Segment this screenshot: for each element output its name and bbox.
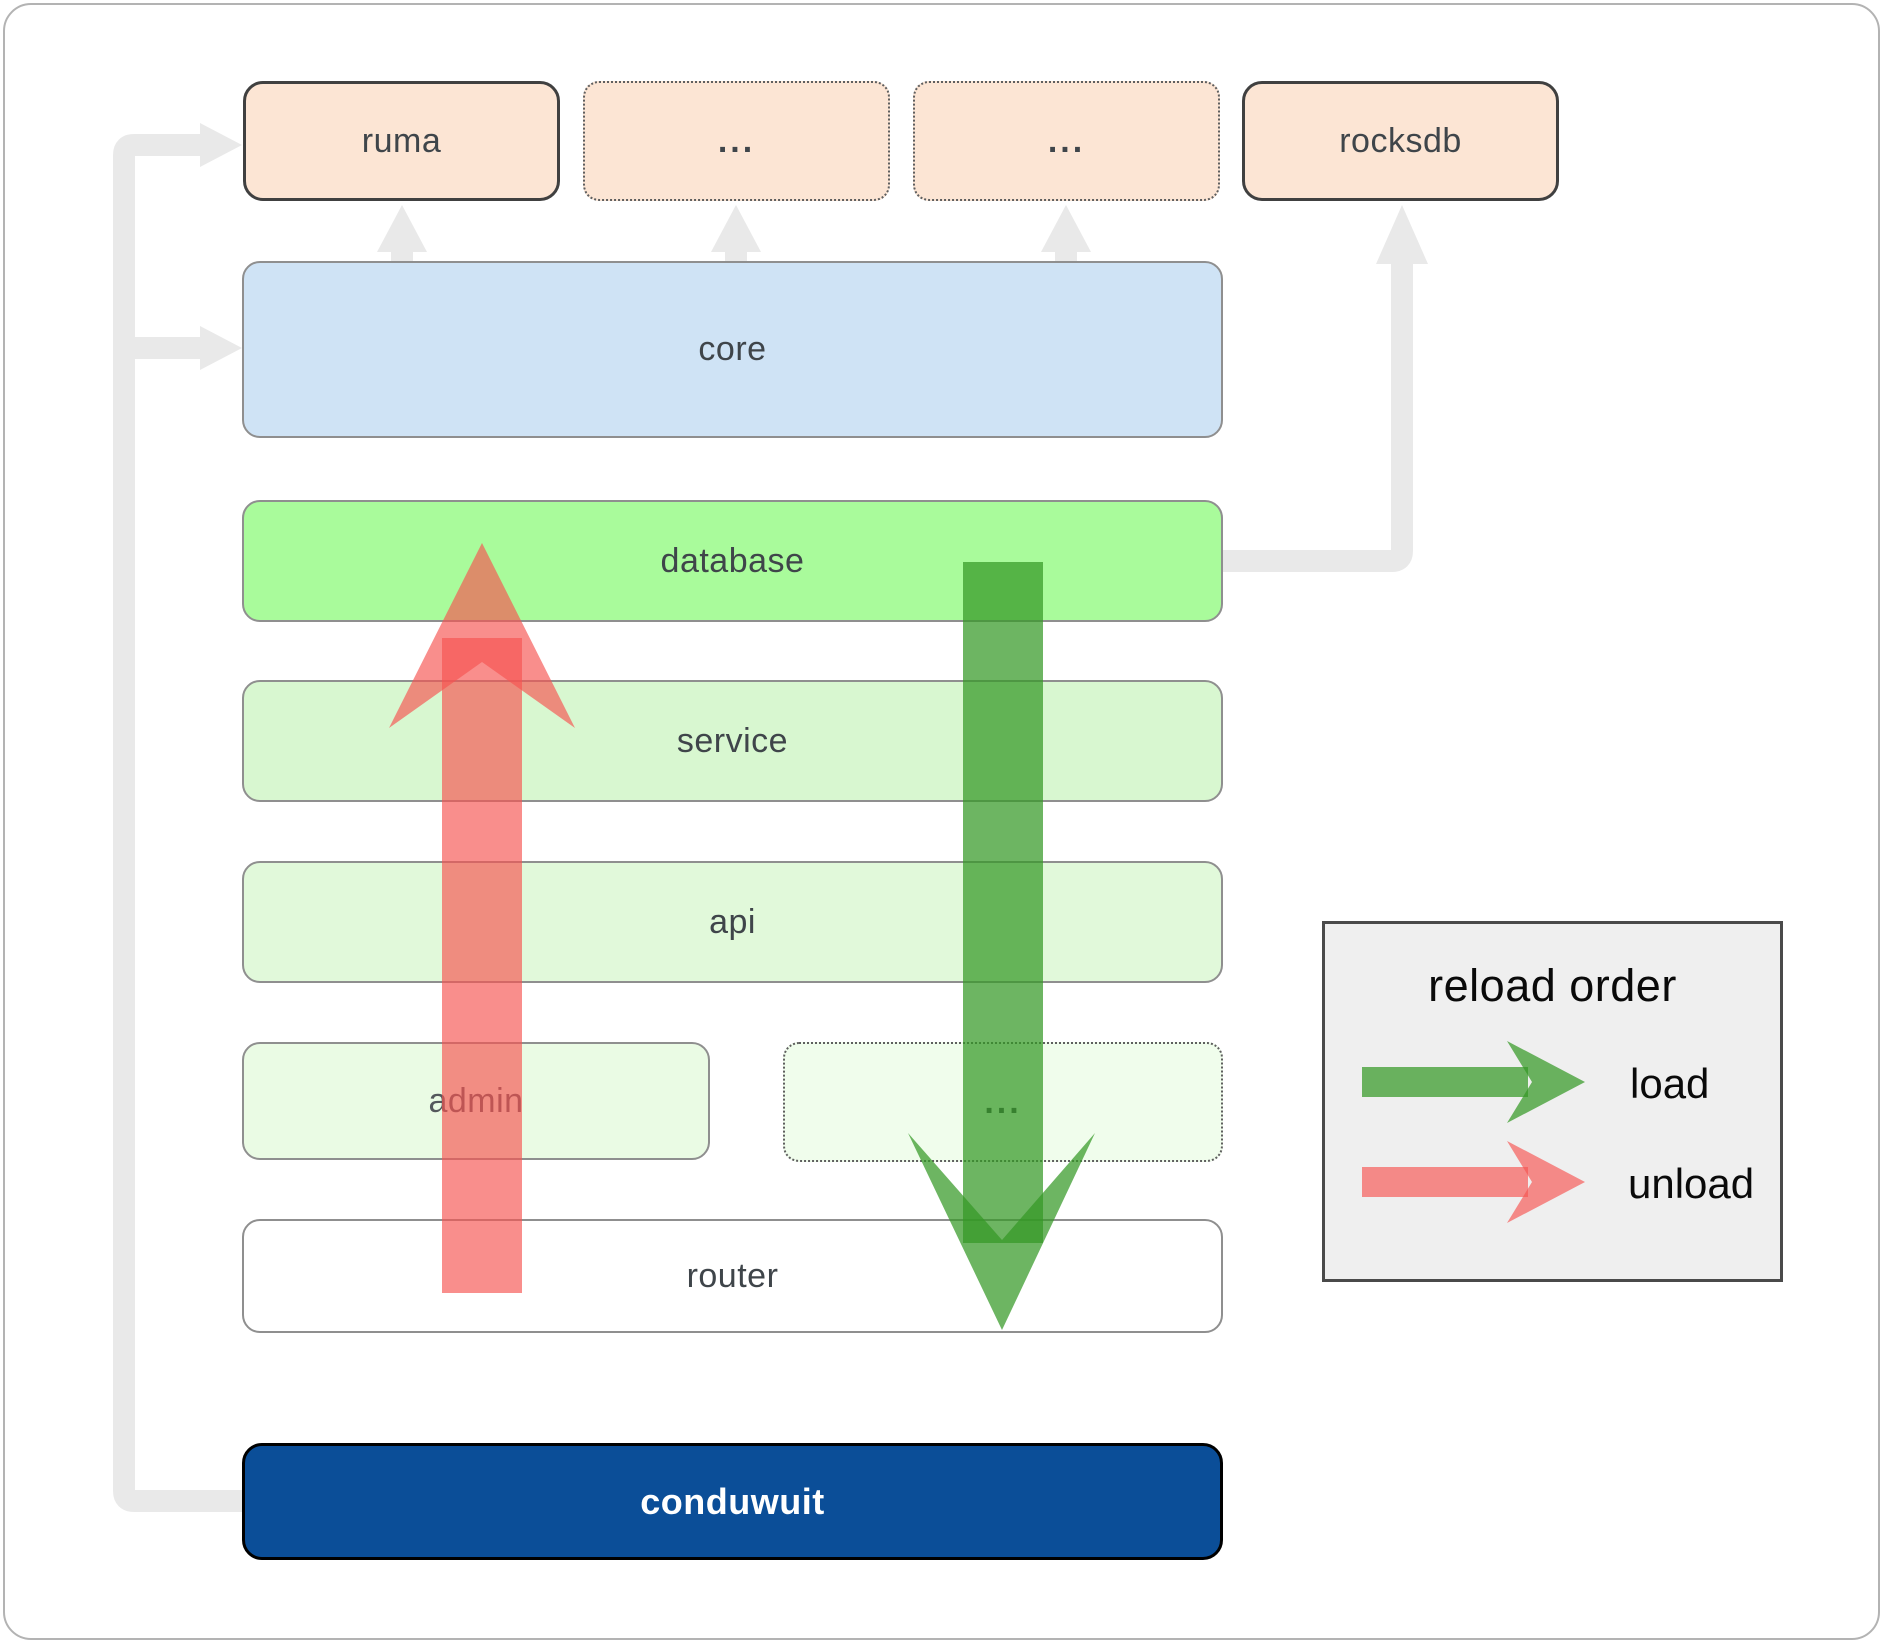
node-admin: admin — [242, 1042, 710, 1160]
node-api: api — [242, 861, 1223, 983]
node-router: router — [242, 1219, 1223, 1333]
node-service: service — [242, 680, 1223, 802]
node-ellipsis-admin-row: ... — [783, 1042, 1223, 1162]
node-ruma: ruma — [243, 81, 560, 201]
node-conduwuit: conduwuit — [242, 1443, 1223, 1560]
legend-title: reload order — [1428, 960, 1677, 1011]
legend: reload order load unload — [1322, 921, 1783, 1282]
legend-load-label: load — [1630, 1060, 1710, 1107]
node-ellipsis-1: ... — [583, 81, 890, 201]
legend-unload-label: unload — [1628, 1160, 1755, 1207]
node-rocksdb: rocksdb — [1242, 81, 1559, 201]
node-core: core — [242, 261, 1223, 438]
node-database: database — [242, 500, 1223, 622]
node-ellipsis-2: ... — [913, 81, 1220, 201]
